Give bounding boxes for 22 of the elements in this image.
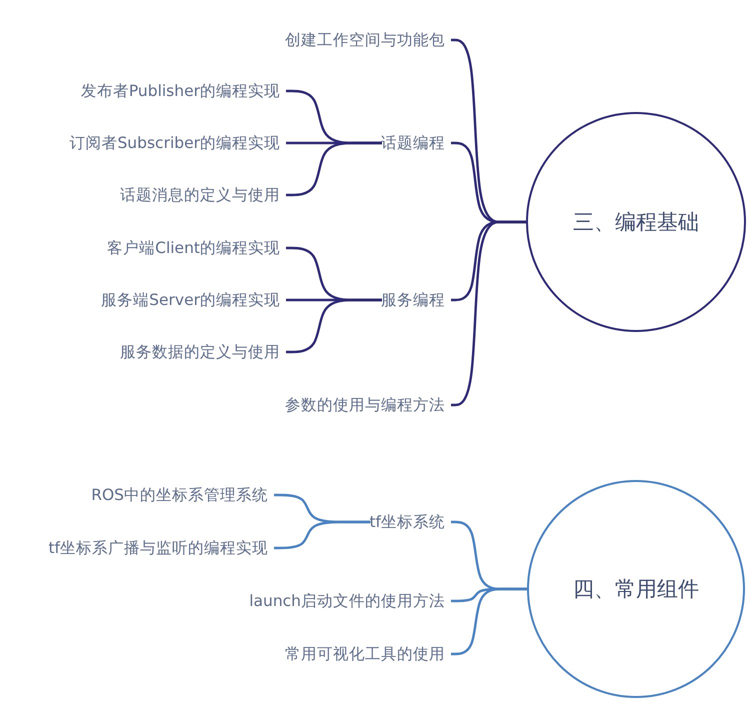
topic-label: tf坐标系广播与监听的编程实现: [48, 538, 268, 558]
topic-label: 话题编程: [381, 133, 445, 153]
topic-label: 服务数据的定义与使用: [120, 342, 280, 362]
topic-label: launch启动文件的使用方法: [249, 591, 445, 611]
topic-label: 服务端Server的编程实现: [101, 290, 280, 310]
topic-label: 参数的使用与编程方法: [285, 395, 445, 415]
connector-line: [274, 520, 370, 550]
topic-label: 创建工作空间与功能包: [285, 30, 445, 50]
topic-label: 话题消息的定义与使用: [120, 185, 280, 205]
topic-label: tf坐标系统: [369, 512, 445, 532]
topic-label: 订阅者Subscriber的编程实现: [69, 133, 280, 153]
topic-title: 三、编程基础: [573, 209, 699, 236]
topic-label: 客户端Client的编程实现: [107, 238, 280, 258]
topic-label: 常用可视化工具的使用: [285, 644, 445, 664]
topic-title: 四、常用组件: [573, 576, 699, 603]
topic-label: 发布者Publisher的编程实现: [80, 81, 280, 101]
connector-line: [286, 298, 382, 354]
connector-line: [286, 142, 382, 196]
connector-line: [451, 588, 528, 656]
topic-label: 服务编程: [381, 290, 445, 310]
connector-line: [451, 220, 527, 406]
topic-label: ROS中的坐标系管理系统: [91, 485, 268, 505]
